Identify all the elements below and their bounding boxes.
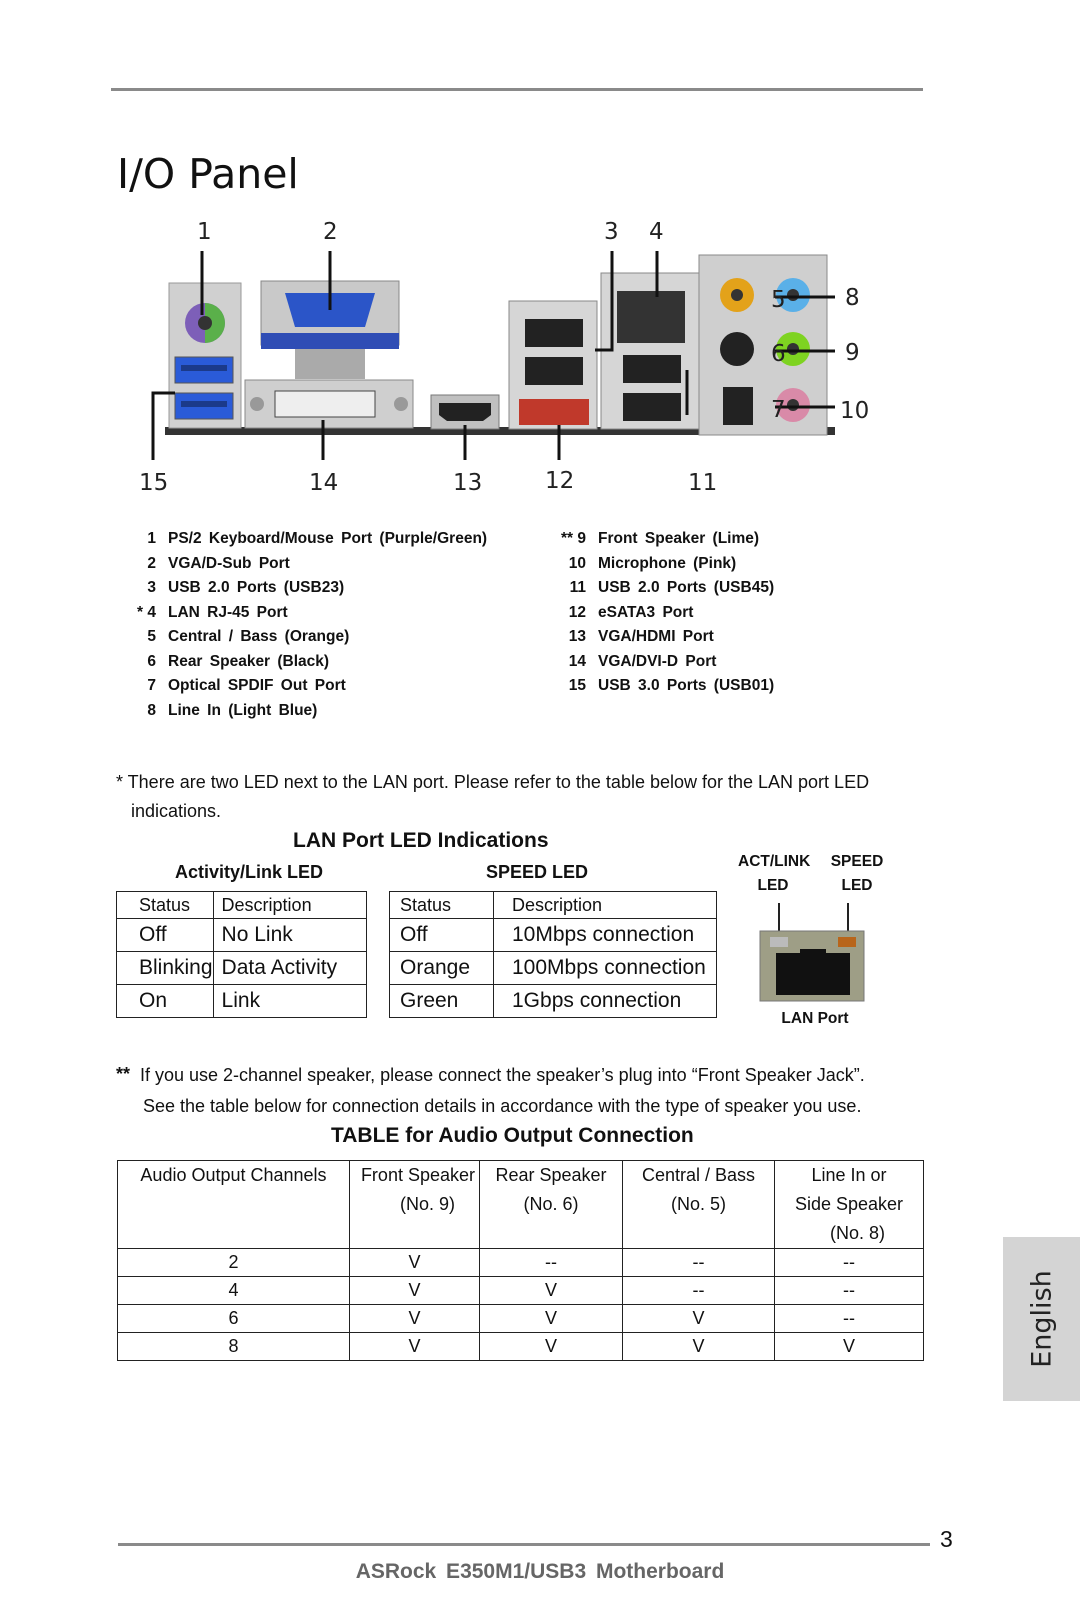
esata-port-icon: [519, 399, 589, 425]
lan-led-heading: LAN Port LED Indications: [293, 829, 549, 852]
lan-jack-icon: [759, 903, 865, 1002]
callout-8: 8: [845, 285, 860, 311]
bottom-rule: [118, 1543, 930, 1546]
table-row: Orange 100Mbps connection: [389, 951, 717, 985]
callout-1: 1: [197, 219, 212, 245]
callout-13: 13: [453, 470, 482, 496]
io-panel-diagram: 1 2 3 4 5 6 7 8 9 10 11 12 13 14 15: [139, 219, 869, 496]
lan-port-caption: LAN Port: [781, 1010, 849, 1027]
speed-led-table: Status Description Off 10Mbps connection…: [389, 891, 717, 1018]
activity-led-table: Status Description Off No Link Blinking …: [116, 891, 368, 1018]
callout-10: 10: [840, 398, 869, 424]
dvi-port-icon: [274, 390, 376, 418]
table-row: Blinking Data Activity: [116, 951, 368, 985]
top-rule: [111, 88, 923, 91]
lan-port-figure: ACT/LINK LED SPEED LED LAN Port: [730, 853, 900, 1043]
table-row: Green 1Gbps connection: [389, 984, 717, 1018]
callout-15: 15: [139, 470, 168, 496]
table-header-row: Audio Output Channels Front Speaker(No. …: [117, 1160, 924, 1249]
callout-11: 11: [688, 470, 717, 496]
lan-port-icon: [617, 291, 685, 343]
page-footer: ASRock E350M1/USB3 Motherboard: [355, 1560, 725, 1583]
hdmi-port-icon: [439, 403, 491, 421]
speed-led-indicator: [838, 937, 856, 947]
speaker-note-line2: See the table below for connection detai…: [143, 1096, 862, 1116]
speaker-note-mark: **: [116, 1064, 131, 1084]
speed-led-title: SPEED LED: [486, 862, 589, 882]
table-header-row: Status Description: [389, 891, 717, 919]
lan-note-line2: indications.: [131, 801, 222, 821]
audio-table-heading: TABLE for Audio Output Connection: [331, 1124, 694, 1147]
callout-3: 3: [604, 219, 619, 245]
callout-14: 14: [309, 470, 338, 496]
act-led-indicator: [770, 937, 788, 947]
table-row: Off No Link: [116, 918, 368, 952]
audio-output-table: Audio Output Channels Front Speaker(No. …: [117, 1160, 924, 1361]
table-row: Off 10Mbps connection: [389, 918, 717, 952]
page-number: 3: [940, 1526, 953, 1552]
page-title: I/O Panel: [117, 150, 299, 198]
callout-2: 2: [323, 219, 338, 245]
callout-6: 6: [771, 341, 786, 367]
callout-5: 5: [771, 287, 786, 313]
speaker-note-line1: If you use 2-channel speaker, please con…: [140, 1065, 865, 1085]
table-row: On Link: [116, 984, 368, 1018]
activity-led-title: Activity/Link LED: [175, 862, 324, 882]
act-link-led-label: ACT/LINK LED: [738, 853, 811, 894]
callout-12: 12: [545, 468, 574, 494]
callout-9: 9: [845, 340, 860, 366]
lan-note-line1: * There are two LED next to the LAN port…: [116, 772, 870, 792]
callout-4: 4: [649, 219, 664, 245]
usb2-port-icon: [525, 319, 583, 347]
speed-led-label: SPEED LED: [830, 853, 884, 894]
audio-jack-black-icon: [720, 332, 754, 366]
language-tab: English: [1003, 1237, 1080, 1401]
spdif-port-icon: [723, 387, 753, 425]
callout-7: 7: [771, 397, 786, 423]
table-header-row: Status Description: [116, 891, 368, 919]
language-tab-label: English: [1026, 1270, 1057, 1368]
